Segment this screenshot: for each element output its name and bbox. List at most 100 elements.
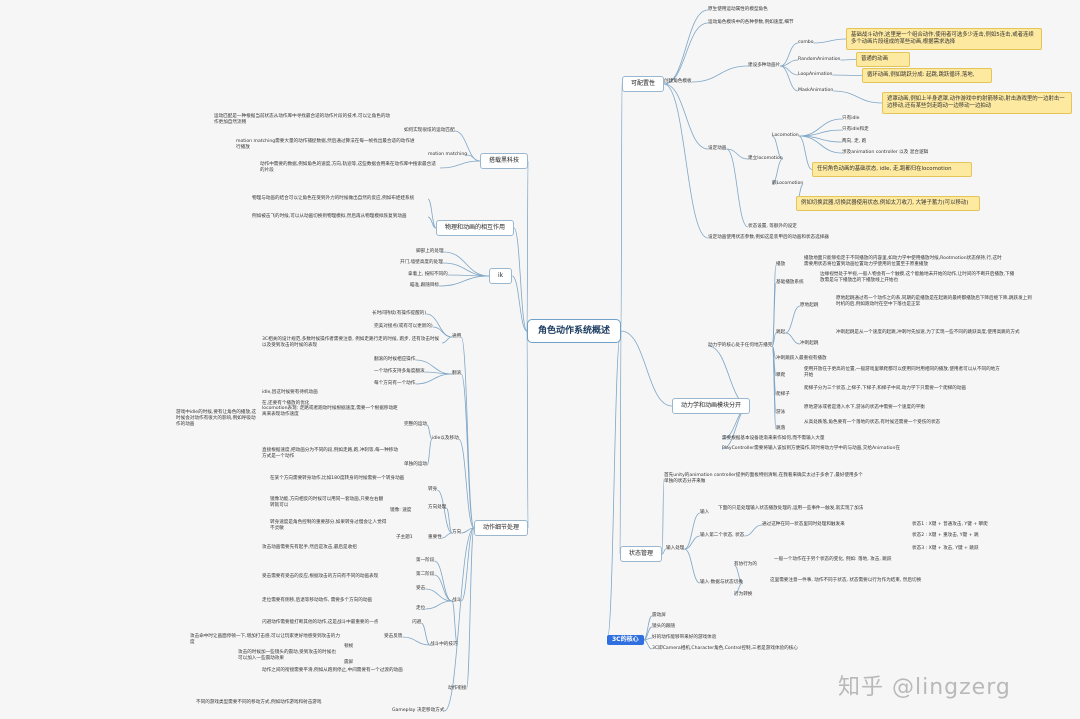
node-det-dir2: 镜像: 速度 [390,508,412,513]
node-det-gameplay-text: 不同的游戏类型需要不同的移动方式,例如动作游戏和射击游戏 [196,700,322,705]
node-det-fight6: 闪避 [412,620,422,625]
link-node-det-idle-node-det-idle5 [426,438,433,466]
link-node-det-turn-node-det-turn3 [415,373,453,385]
link-root-node-branch-adapt [620,83,623,332]
node-lay-fall-text: 从高处跌落,角色要有一个落地的状态,有时候还需要一个受伤的状态 [804,420,941,425]
node-tech-2: motion matching [428,152,468,157]
link-branch-ik-node-ik-2 [442,262,490,277]
node-det-dir3: 方向处理 [428,505,447,510]
node-core-3: 好的动作能够带来好的游戏体验 [652,635,717,640]
link-node-det-norm-node-det-norm-text [441,336,453,344]
branch-tech[interactable]: 搭载黑科技 [480,153,529,169]
link-branch-ik-node-ik-1 [443,251,490,277]
node-det-fight: 战斗 [452,598,462,603]
node-loco-2: 只有idle和走 [842,127,869,132]
node-det-dir2-text: 镜像功能,方向相反的时候可以用同一套动画,只要左右翻转就可以 [270,497,384,508]
node-lay-base: 基础播放系统 [776,280,804,285]
link-node-st-in2-node-st-in2-text [744,524,763,537]
link-branch-state-node-st-handle [661,548,667,555]
node-lay-note: 需要根据基本设备逐渐来来作如何,而不需输入大量 [722,436,825,441]
link-branch-ik-node-ik-4 [439,275,490,287]
branch-state[interactable]: 状态管理 [620,546,663,562]
node-det-fight3-text: 受击需要有受击的反应,根据攻击的方向有不同的动画表现 [262,574,379,579]
node-det-fight4-text: 走位需要有侧移,后退等移动动作, 需要多个方向的动画 [262,598,373,603]
link-node-st-inter-node-st-act1 [733,564,743,584]
node-st-act1-text: 一般一个动作在于另个状态的变化, 例如: 落地, 攻击, 跳跃 [774,557,892,562]
node-det-turn2: 一个动作支持多角度翻滚 [374,369,425,374]
link-node-locomotion-node-loco-4 [798,135,843,154]
node-det-dir1-text: 在某个方向需要转身动作,比如180度转身的时候需要一个转身动画 [270,476,405,481]
node-st-in2: 输入第二个状态, 状态 [700,533,745,538]
node-lay-jump2-text: 冲刺起跳是从一个速度的起跳,冲刺时先加速,为了实现一些不同的跳跃高度,使用高跳的… [836,330,1020,335]
link-branch-layer-node-layer-core [707,345,751,407]
link-node-random-anim-node-random-note [840,59,857,61]
node-st-intro: 首先unity的animation controller提供的面板特别清晰,在我… [664,473,863,484]
node-lay-swim: 游泳 [776,410,786,415]
node-det-dir5: 重要性 [428,535,442,540]
branch-detail[interactable]: 动作细节处理 [474,520,529,536]
link-node-base-loco-node-locomotion [771,135,783,160]
link-branch-detail-node-det-ex [466,527,475,690]
node-st-inter: 输入·数据与状态切换 [700,580,743,585]
node-st-s1: 状态1 : X键 + 普通攻击, Y键 + 攀爬 [912,522,988,527]
link-root-node-branch-physics [513,227,528,332]
node-det-dir: 方向 [452,530,462,535]
link-node-lay-jump-node-lay-jump2 [785,332,801,345]
branch-ik[interactable]: ik [489,268,513,284]
node-loco-4: 涉及animation controller 以及 混合逻辑 [842,150,929,155]
node-loco-1: 只有idle [842,116,860,121]
branch-physics[interactable]: 物理和动画的相互作用 [436,220,515,236]
node-st-in2-text: 通过这种在同一状态里同时处理和触发来 [762,522,845,527]
node-phys-1: 物理与动画的结合可以让角色在受到外力的时候做出自然的反应,例如布娃娃系统 [252,196,415,201]
node-tech-3: 动作中需要的数据,例如角色的速度,方向,轨迹等,这些数据会用来在动作库中搜索最合… [260,162,436,173]
node-create-role: 创建角色模板 [664,79,692,84]
node-setting-hint: 设定动画 [708,146,727,151]
node-det-dir5-text: 转身速度是角色控制的重要部分,如果转身过慢会让人觉得不灵敏 [270,520,387,531]
link-branch-physics-node-phys-1 [427,198,437,229]
branch-core[interactable]: 3C的核心 [607,635,644,645]
node-phys-2: 例如被击飞的时候,可以从动画切换到物理模拟,然后再从物理模拟恢复到动画 [252,214,407,219]
link-node-base-loco-node-extra-loco [771,158,783,185]
node-det-hit1: 顿帧 [344,644,354,649]
link-root-node-branch-tech [526,160,529,332]
node-det-dir4: 子主题1 [396,535,413,540]
link-branch-detail-node-det-gameplay [444,527,475,712]
node-ik-2: 开门,墙壁高度的处理 [400,260,443,265]
link-branch-adapt-node-setting-hint [663,83,709,150]
link-branch-core-node-core-4 [643,639,653,650]
node-det-hit1-text: 攻击命中时让画面停顿一下,增加打击感,可以让玩家更好地感受到攻击的力度 [190,634,340,645]
node-det-fight4: 走位 [416,606,426,611]
node-core-4: 3C即Camera相机,Character角色,Control控制,三者是游戏体… [652,646,798,651]
node-ik-4: 瞄准,跟随目标 [410,283,440,288]
link-node-st-handle-node-st-in2 [684,535,701,550]
link-node-layer-core-node-lay-jump [771,332,777,347]
node-st-in1: 下面的只是处理输入状态播放处理的,运用一些事件一触发,就实现了加法 [718,506,864,511]
node-det-idle4-text: 直接根据速度,把动画分为不同的段,例如走路,跑,冲刺等,每一种移动方式是一个动作 [262,448,398,459]
node-top2: 运动角色模块中的各种参数,例如速度,细节 [708,20,794,25]
node-loco-note: 任何角色动画的基础状态, idle, 走,跑都归在locomotion [812,162,972,177]
node-det-gameplay: Gameplay 决定移动方式 [392,708,445,713]
link-node-det-dir-node-det-dir3 [445,507,453,534]
node-det-fight1: 第一阶段 [416,558,435,563]
branch-layer[interactable]: 动力学和动画模块分开 [672,398,751,414]
node-lay-climb-text: 爬梯子分为三个状态,上梯子,下梯子,和梯子中间,动力学下只需要一个爬梯的动画 [804,386,967,391]
branch-adapt[interactable]: 可配置性 [622,76,665,92]
link-node-det-fight5-node-det-hit [402,636,431,646]
node-det-fight6-text: 闪避动作需要能打断其他的动作,这是战斗中最重要的一点 [262,620,379,625]
node-det-fight2-text: 攻击动画需要先有起手,然后是攻击,最后是收招 [262,545,357,550]
link-node-det-fight-node-det-fight3 [425,588,453,602]
link-node-setting-hint-node-base-loco [726,148,749,160]
node-lay-jump: 跳起 [776,330,786,335]
node-det-idle2: 在,还要有个播放的优化 [262,401,310,406]
link-node-anim-multi-node-mask-anim [780,65,799,92]
link-node-st-inter-node-st-act [733,582,743,596]
root-node[interactable]: 角色动作系统概述 [527,319,622,343]
node-det-turn1: 翻滚的时候相应操作 [374,357,416,362]
zhihu-watermark: 知乎 @lingzerg [838,675,1011,700]
node-locomotion: Locomotion [772,133,799,138]
link-node-det-fight-node-det-fight2 [434,574,453,602]
node-lay-jump-note: 冲刺跳跃入最重视有播放 [776,356,827,361]
link-branch-tech-node-tech-3 [439,160,481,169]
link-branch-physics-node-phys-2 [427,216,437,229]
